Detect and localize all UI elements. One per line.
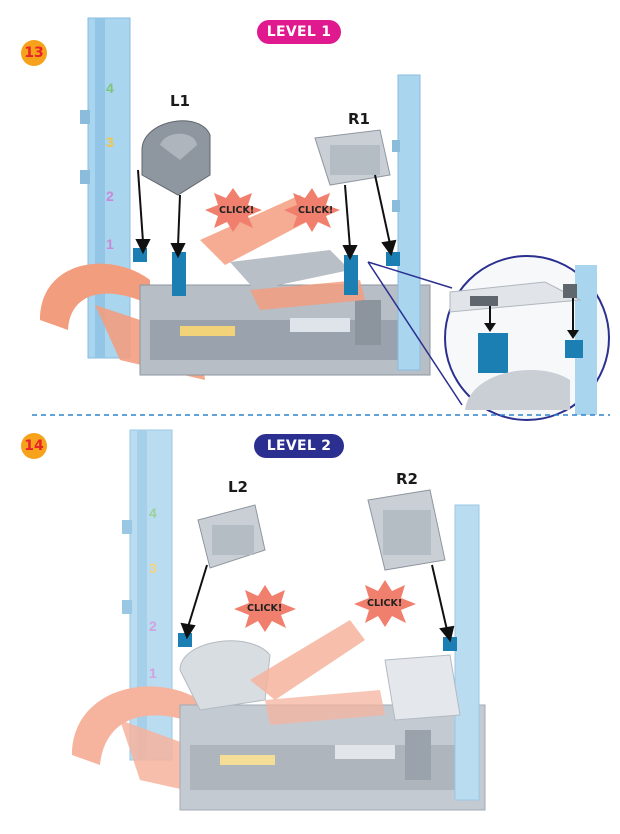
step-number-badge: 13 [21,40,47,66]
tower-digit: 4 [149,505,157,521]
level-1-label: LEVEL 1 [257,20,341,44]
blue-post [344,255,358,295]
part-label-l2: L2 [228,478,248,496]
right-tower [454,504,480,801]
part-l2-panel [197,504,266,569]
click-label: CLICK! [298,205,334,216]
click-burst [354,580,416,627]
right-tower [392,74,421,371]
ramp-track [250,620,365,700]
part-label-l1: L1 [170,92,190,110]
blue-clip [443,637,457,651]
part-label-r1: R1 [348,110,370,128]
zoom-detail-circle [367,255,610,421]
tower-digit: 2 [149,618,157,634]
level-2-label: LEVEL 2 [254,434,344,458]
tower-digit: 3 [106,134,114,150]
tower-digit: 3 [149,560,157,576]
click-label: CLICK! [367,598,403,609]
click-burst [205,188,262,232]
tower-digit: 1 [106,236,114,252]
blue-clip [386,252,400,266]
click-label: CLICK! [219,205,255,216]
part-r2-panel [367,489,446,571]
installed-curve-piece [179,640,271,711]
click-burst [284,188,340,232]
blue-clip [178,633,192,647]
arrows [180,564,455,643]
step-number-badge: 14 [21,433,47,459]
curved-track [72,686,200,765]
arrows [135,169,397,261]
left-tower [80,17,131,359]
tower-digit: 2 [106,188,114,204]
part-r1-panel [314,129,391,186]
part-l1-curved-piece [141,120,211,196]
installed-panel [384,654,461,721]
tower-digit: 4 [106,80,114,96]
tower-digit: 1 [149,665,157,681]
blue-post [172,252,186,296]
base-platform [179,704,486,811]
click-label: CLICK! [247,603,283,614]
click-burst [234,585,296,632]
part-label-r2: R2 [396,470,418,488]
base-platform [139,284,431,376]
curved-track [40,263,150,330]
